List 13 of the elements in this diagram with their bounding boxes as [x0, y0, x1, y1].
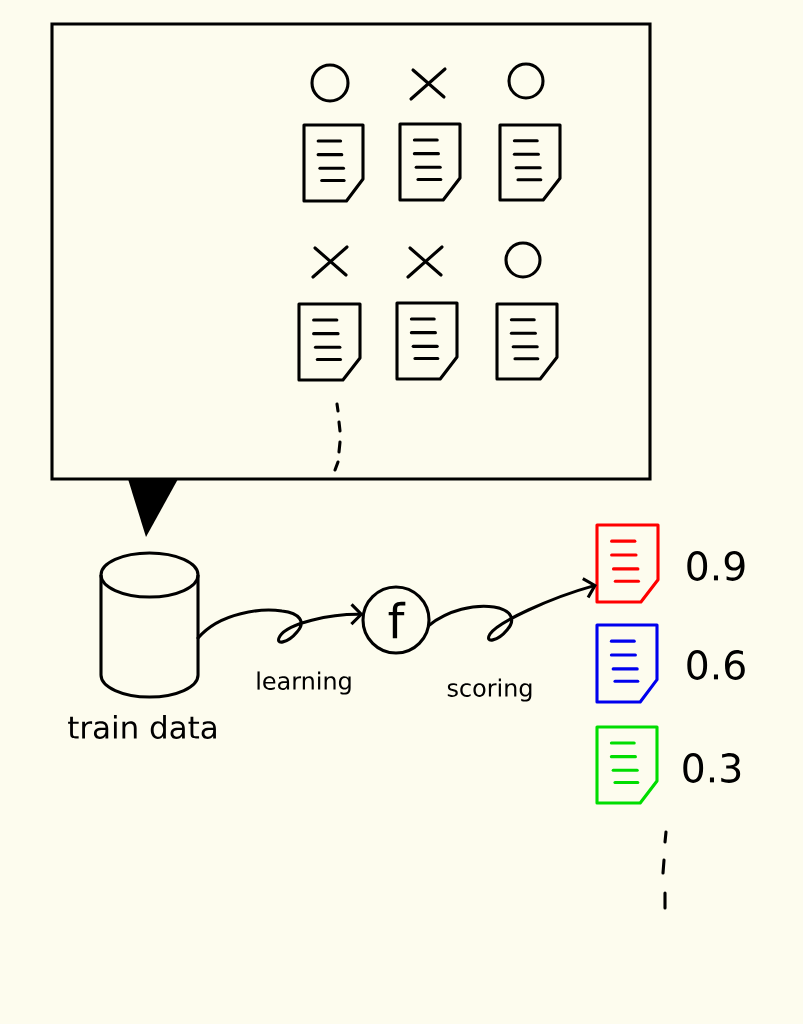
node-label: train data — [68, 715, 216, 739]
curved-arrow — [426, 577, 597, 642]
document-icon — [595, 623, 659, 704]
score-label: 0.9 — [687, 551, 745, 581]
edge-label: learning — [253, 670, 355, 696]
database-cylinder — [99, 551, 200, 699]
score-label: 0.3 — [683, 753, 741, 783]
score-label: 0.6 — [687, 650, 745, 680]
speech-bubble — [50, 22, 652, 537]
curved-arrow — [196, 603, 364, 644]
document-icon — [595, 725, 659, 805]
edge-label: scoring — [445, 677, 535, 703]
document-icon — [595, 523, 660, 604]
